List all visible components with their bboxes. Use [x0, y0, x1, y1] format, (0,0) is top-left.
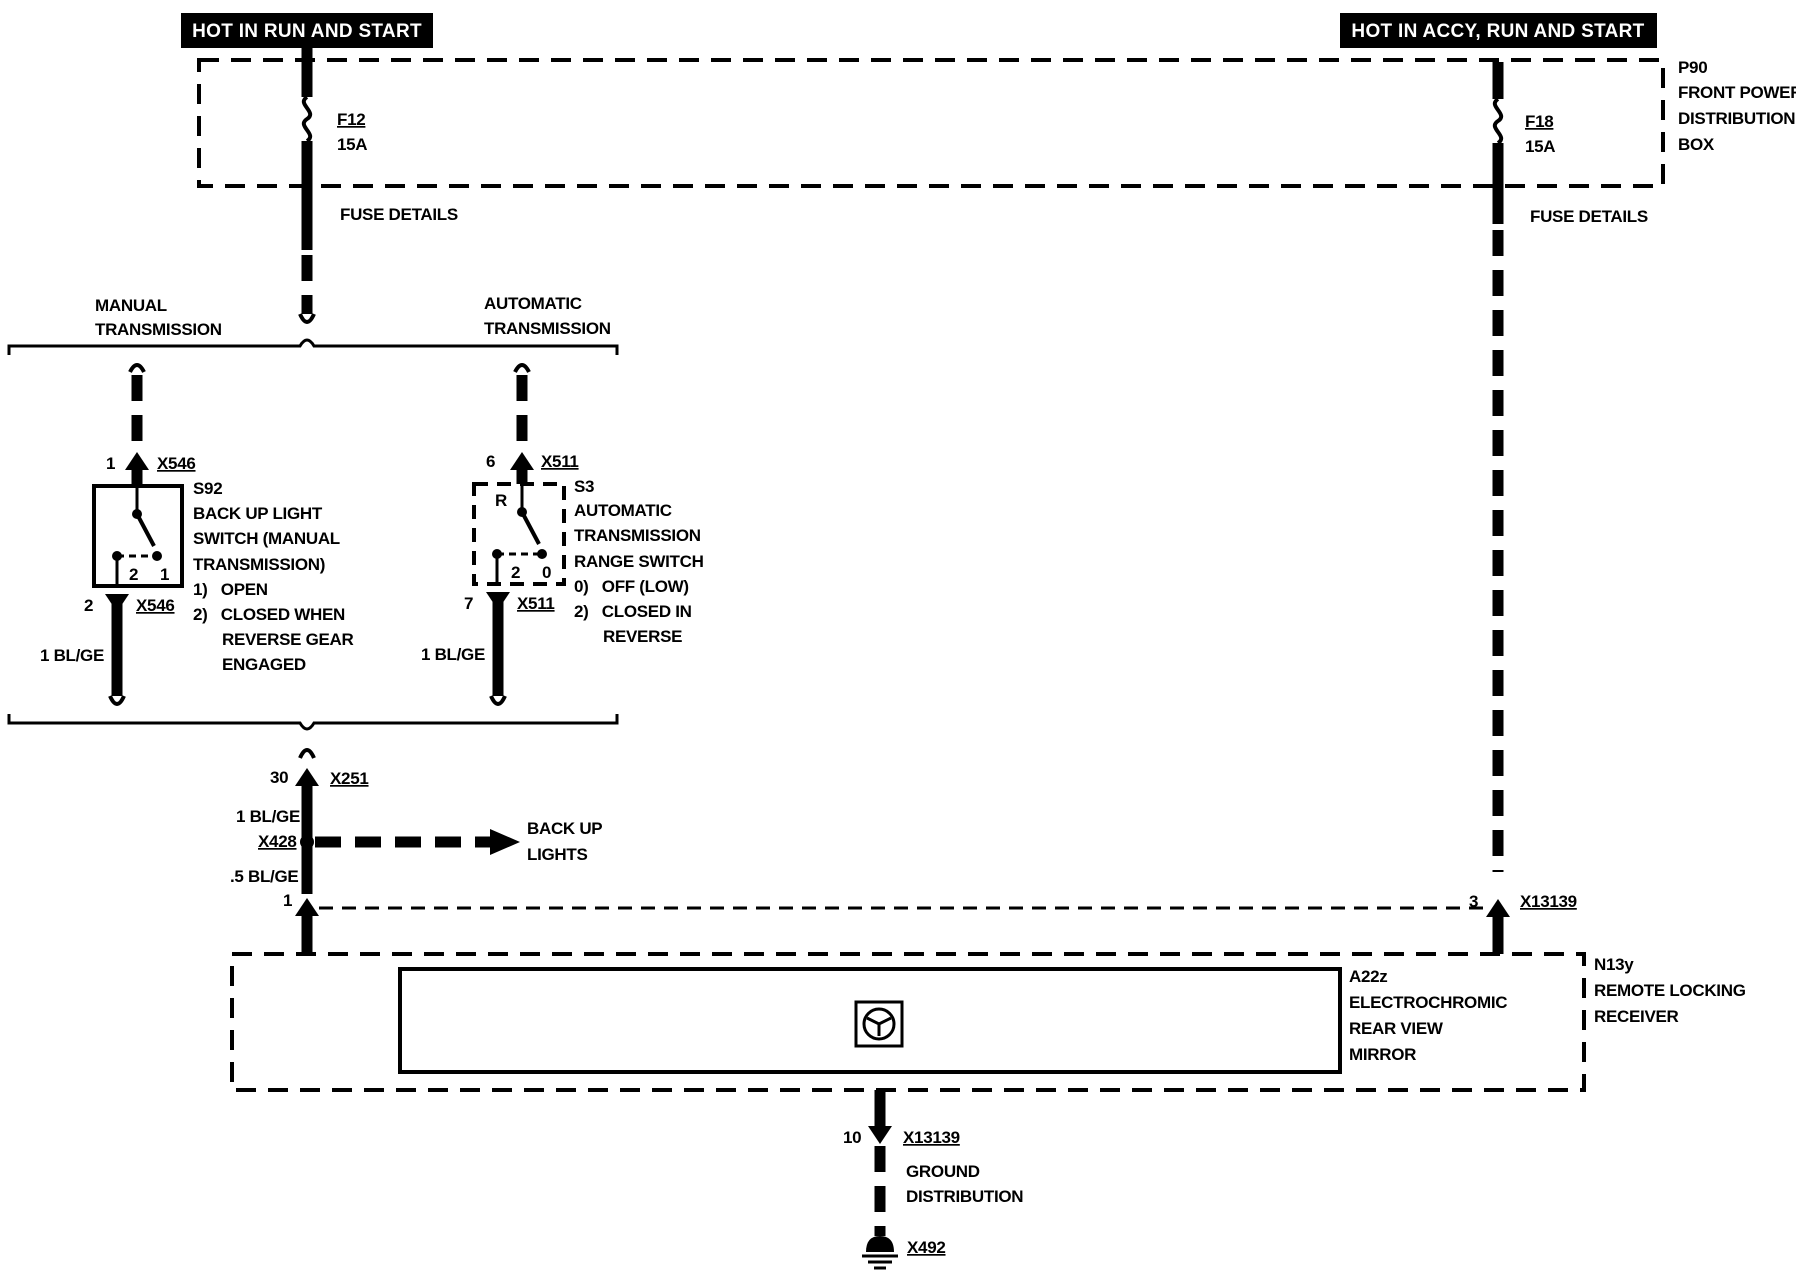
power-box-id: P90	[1678, 58, 1707, 77]
fuse-f18-symbol	[1492, 97, 1504, 145]
backup-label-1: BACK UP	[527, 819, 602, 838]
s92-state-4: ENGAGED	[222, 655, 306, 674]
fuse-f18-id: F18	[1525, 112, 1553, 131]
s92-state-1: 1) OPEN	[193, 580, 268, 599]
backup-label-2: LIGHTS	[527, 845, 588, 864]
s3-contact-arm	[520, 511, 541, 545]
module-n13y-box	[230, 952, 1586, 1092]
s3-mark-r: R	[495, 491, 507, 510]
variant-manual-1: MANUAL	[95, 296, 167, 315]
backup-branch-arrow	[490, 829, 520, 855]
ground-conn: X13139	[903, 1128, 960, 1147]
header-left-text: HOT IN RUN AND START	[192, 21, 422, 42]
mirror-name-2: REAR VIEW	[1349, 1019, 1444, 1038]
power-box-name-1: FRONT POWER	[1678, 83, 1796, 102]
fuse-f18-rating: 15A	[1525, 137, 1555, 156]
x13139-pin3: 3	[1469, 892, 1478, 911]
s92-id: S92	[193, 479, 222, 498]
power-box-name-2: DISTRIBUTION	[1678, 109, 1795, 128]
module-pin-1: 1	[283, 891, 292, 910]
power-box-name-3: BOX	[1678, 135, 1715, 154]
manual-bottom-break	[108, 695, 126, 706]
s3-desc-1: AUTOMATIC	[574, 501, 672, 520]
fuse-f12-symbol	[301, 95, 313, 143]
s92-state-2: 2) CLOSED WHEN	[193, 605, 345, 624]
x428-splice: X428	[258, 832, 297, 851]
auto-bottom-break	[489, 695, 507, 706]
junction-top-break	[298, 748, 316, 759]
s3-state-3: REVERSE	[603, 627, 682, 646]
header-right: HOT IN ACCY, RUN AND START	[1340, 13, 1657, 48]
variant-bracket-top	[7, 338, 619, 355]
left-feed-break	[298, 313, 316, 324]
s92-contact-arm	[135, 513, 156, 547]
x251-conn: X251	[330, 769, 369, 788]
manual-wire-label: 1 BL/GE	[40, 646, 104, 665]
s3-terminal-0	[537, 549, 547, 559]
variant-manual-2: TRANSMISSION	[95, 320, 222, 339]
switch-s3-box	[472, 482, 566, 586]
manual-pin-bottom: 2	[84, 596, 93, 615]
fuse-f12-id: F12	[337, 110, 365, 129]
s3-pos-a: 2	[511, 563, 520, 582]
x13139-conn-right: X13139	[1520, 892, 1577, 911]
s3-state-2: 2) CLOSED IN	[574, 602, 692, 621]
variant-bracket-bottom	[7, 714, 619, 731]
s92-state-3: REVERSE GEAR	[222, 630, 354, 649]
s3-state-1: 0) OFF (LOW)	[574, 577, 689, 596]
s3-desc-2: TRANSMISSION	[574, 526, 701, 545]
mirror-icon	[854, 1000, 904, 1048]
manual-pin-top: 1	[106, 454, 115, 473]
ground-symbol	[862, 1236, 898, 1270]
s3-desc-3: RANGE SWITCH	[574, 552, 704, 571]
manual-top-break	[128, 363, 146, 373]
auto-conn-top: X511	[541, 452, 579, 471]
auto-conn-bottom: X511	[517, 594, 555, 613]
x251-pin: 30	[270, 768, 288, 787]
header-left: HOT IN RUN AND START	[181, 13, 433, 48]
mirror-name-1: ELECTROCHROMIC	[1349, 993, 1507, 1012]
junction-wire-2: .5 BL/GE	[230, 867, 298, 886]
s3-id: S3	[574, 477, 594, 496]
mirror-a22z-box	[398, 967, 1342, 1074]
ground-point: X492	[907, 1238, 946, 1257]
auto-pin-bottom: 7	[464, 594, 473, 613]
manual-conn-bottom: X546	[136, 596, 175, 615]
ground-label-2: DISTRIBUTION	[906, 1187, 1023, 1206]
ground-connector	[868, 1126, 892, 1144]
auto-top-break	[513, 363, 531, 373]
junction-wire-1: 1 BL/GE	[236, 807, 300, 826]
variant-auto-1: AUTOMATIC	[484, 294, 582, 313]
header-right-text: HOT IN ACCY, RUN AND START	[1351, 21, 1644, 42]
manual-conn-top: X546	[157, 454, 196, 473]
module-name-2: RECEIVER	[1594, 1007, 1679, 1026]
ground-label-1: GROUND	[906, 1162, 980, 1181]
s92-pos-b: 1	[160, 565, 169, 584]
s92-pos-a: 2	[129, 565, 138, 584]
power-distribution-box	[197, 58, 1665, 188]
mirror-id: A22z	[1349, 967, 1388, 986]
fuse-details-right: FUSE DETAILS	[1530, 207, 1648, 226]
s92-desc-3: TRANSMISSION)	[193, 555, 325, 574]
module-name-1: REMOTE LOCKING	[1594, 981, 1746, 1000]
s92-desc-1: BACK UP LIGHT	[193, 504, 323, 523]
fuse-details-left: FUSE DETAILS	[340, 205, 458, 224]
mirror-name-3: MIRROR	[1349, 1045, 1416, 1064]
s92-desc-2: SWITCH (MANUAL	[193, 529, 340, 548]
auto-pin-top: 6	[486, 452, 495, 471]
auto-wire-label: 1 BL/GE	[421, 645, 485, 664]
module-id: N13y	[1594, 955, 1634, 974]
x428-splice-dot	[300, 835, 314, 849]
s3-pos-b: 0	[542, 563, 551, 582]
variant-auto-2: TRANSMISSION	[484, 319, 611, 338]
fuse-f12-rating: 15A	[337, 135, 367, 154]
ground-pin: 10	[843, 1128, 861, 1147]
